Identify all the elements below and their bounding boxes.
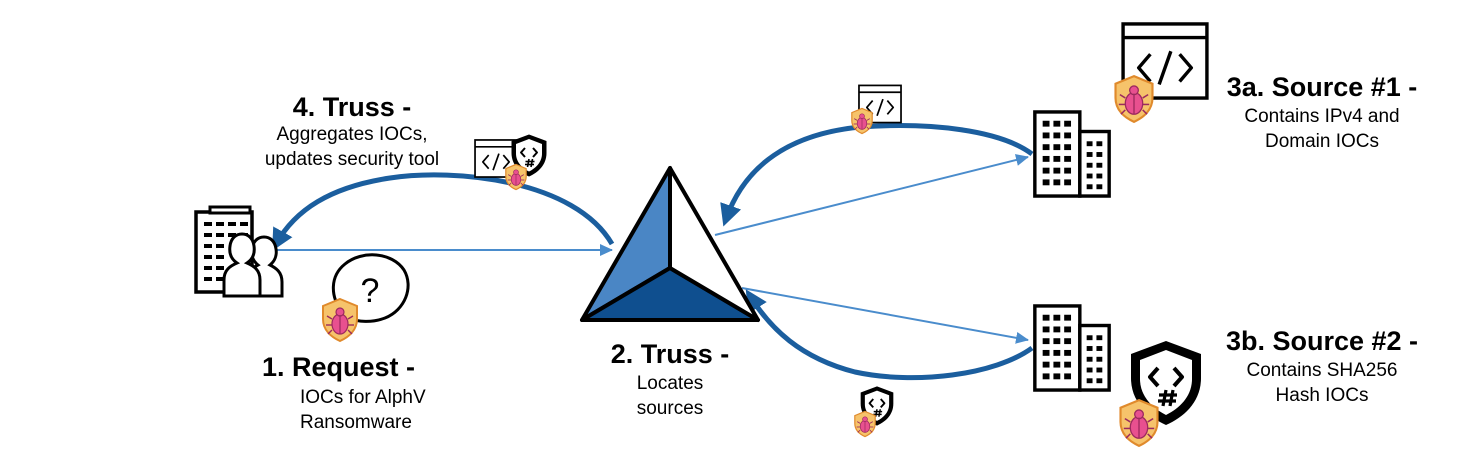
step2-title: 2. Truss - <box>610 339 730 369</box>
step1-desc-line1: IOCs for AlphV <box>300 387 426 408</box>
step2-desc-line2: sources <box>636 398 704 419</box>
step1-desc-line2: Ransomware <box>300 412 412 433</box>
arrow-source2-to-truss <box>745 289 1034 381</box>
pyramid-logo-icon <box>580 166 760 322</box>
step4-label: 4. Truss - Aggregates IOCs, updates secu… <box>232 92 472 172</box>
arrow-source1-to-truss <box>720 123 1034 227</box>
malware-shield-icon <box>1114 75 1154 123</box>
malware-shield-icon <box>1119 399 1159 447</box>
step3b-label: 3b. Source #2 - Contains SHA256 Hash IOC… <box>1212 326 1432 408</box>
step4-title: 4. Truss - <box>292 92 412 122</box>
arrow-truss-to-source1 <box>714 154 1029 236</box>
step3b-title: 3b. Source #2 - <box>1225 326 1419 356</box>
step3a-label: 3a. Source #1 - Contains IPv4 and Domain… <box>1212 72 1432 154</box>
step3a-title: 3a. Source #1 - <box>1226 72 1418 102</box>
organization-user-icon <box>194 205 284 298</box>
step4-desc-line2: updates security tool <box>264 149 440 170</box>
malware-shield-icon <box>322 298 358 342</box>
building-icon <box>1033 110 1111 198</box>
step4-desc-line1: Aggregates IOCs, <box>276 124 428 145</box>
building-icon <box>1033 304 1111 392</box>
step1-label: 1. Request - IOCs for AlphV Ransomware <box>248 352 448 435</box>
step2-label: 2. Truss - Locates sources <box>580 339 760 421</box>
step3b-desc-line1: Contains SHA256 <box>1246 360 1398 381</box>
step3b-desc-line2: Hash IOCs <box>1275 385 1369 406</box>
step3a-desc-line1: Contains IPv4 and <box>1244 106 1400 127</box>
arrow-truss-to-requester <box>272 172 615 251</box>
step2-desc-line1: Locates <box>636 373 704 394</box>
step1-title: 1. Request - <box>262 352 416 382</box>
step3a-desc-line2: Domain IOCs <box>1264 131 1380 152</box>
question-mark: ? <box>361 272 380 310</box>
arrow-truss-to-source2 <box>741 287 1029 344</box>
malware-shield-icon <box>854 410 876 438</box>
